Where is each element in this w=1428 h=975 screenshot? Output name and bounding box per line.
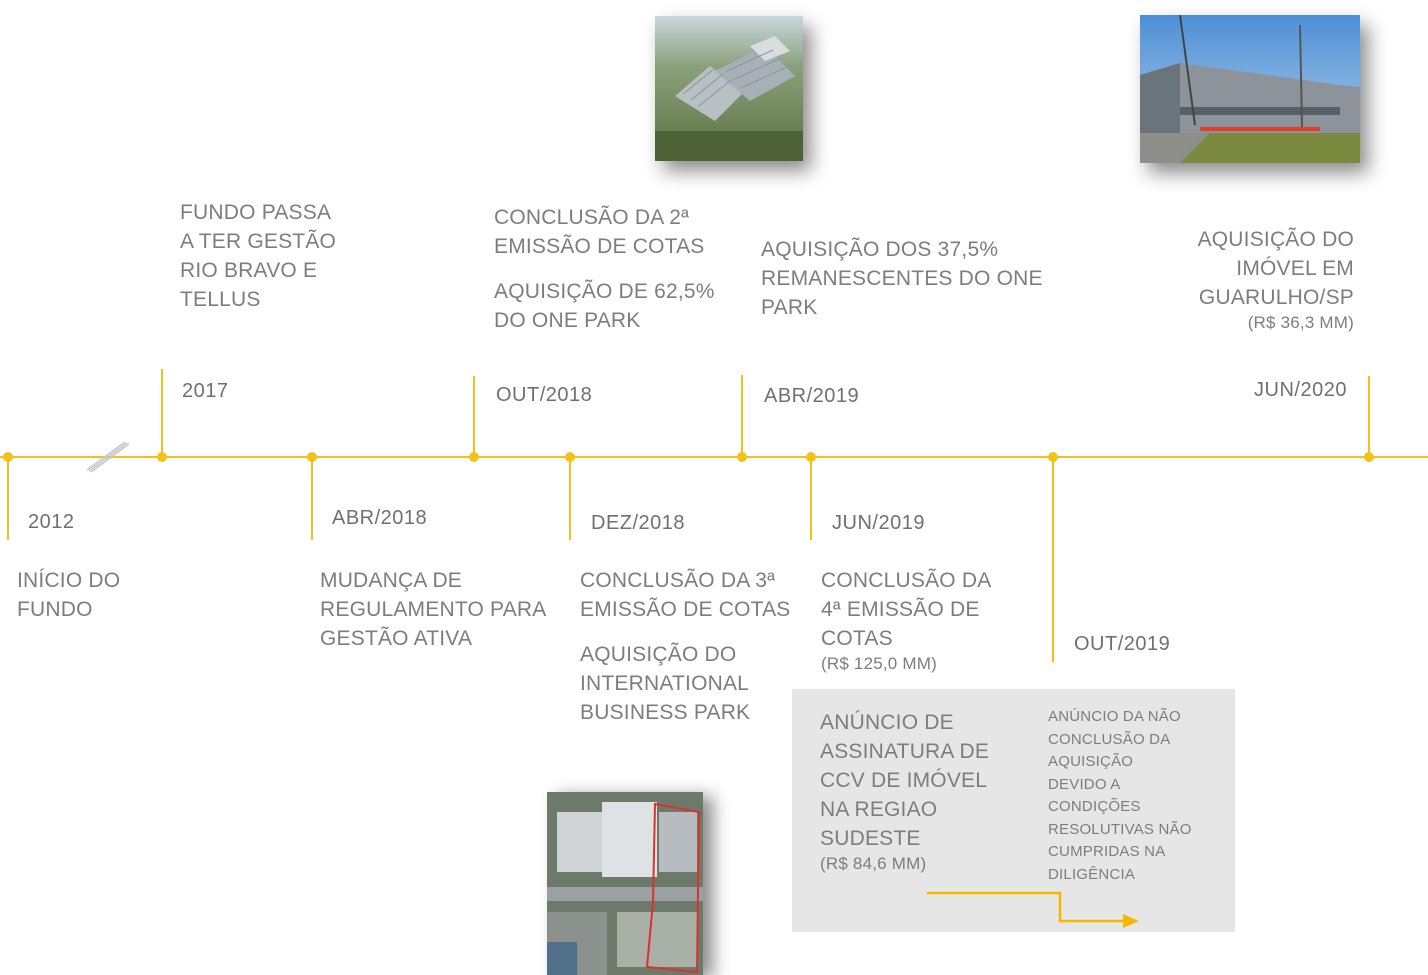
timeline-axis bbox=[0, 456, 1428, 458]
tick-out2019 bbox=[1052, 457, 1054, 662]
event-line: AQUISIÇÃO DE 62,5% bbox=[494, 280, 715, 303]
event-line: COTAS bbox=[821, 627, 893, 650]
date-out2019: OUT/2019 bbox=[1074, 633, 1171, 655]
tick-dez2018 bbox=[569, 457, 571, 540]
tick-abr2019 bbox=[741, 375, 743, 457]
date-2017: 2017 bbox=[182, 380, 229, 402]
date-out2018: OUT/2018 bbox=[496, 384, 593, 406]
event-line: CCV DE IMÓVEL bbox=[820, 769, 988, 792]
event-jun2019-text: CONCLUSÃO DA 4ª EMISSÃO DE COTAS (R$ 125… bbox=[821, 566, 991, 675]
dot-abr2018 bbox=[307, 452, 317, 462]
tick-jun2019 bbox=[810, 457, 812, 540]
event-line: SUDESTE bbox=[820, 827, 921, 850]
dot-jun2019 bbox=[806, 452, 816, 462]
event-line: FUNDO PASSA bbox=[180, 201, 332, 224]
event-dez2018-text: CONCLUSÃO DA 3ª EMISSÃO DE COTAS AQUISIÇ… bbox=[580, 566, 791, 727]
note-line: DEVIDO A bbox=[1048, 775, 1121, 793]
tick-abr2018 bbox=[311, 457, 313, 540]
date-abr2019: ABR/2019 bbox=[764, 385, 860, 407]
event-line: BUSINESS PARK bbox=[580, 701, 751, 724]
guarulhos-building-photo bbox=[1140, 15, 1360, 163]
event-value: (R$ 125,0 MM) bbox=[821, 654, 937, 673]
event-line: REGULAMENTO PARA bbox=[320, 598, 547, 621]
date-dez2018: DEZ/2018 bbox=[591, 512, 686, 534]
dot-out2018 bbox=[469, 452, 479, 462]
tick-2012 bbox=[7, 457, 9, 540]
note-line: RESOLUTIVAS NÃO bbox=[1048, 820, 1192, 838]
event-line: INTERNATIONAL bbox=[580, 672, 750, 695]
one-park-aerial-photo bbox=[655, 16, 803, 161]
event-value: (R$ 36,3 MM) bbox=[1247, 313, 1354, 332]
tick-2017 bbox=[161, 369, 163, 457]
event-line: 4ª EMISSÃO DE bbox=[821, 598, 980, 621]
event-out2019-note: ANÚNCIO DA NÃO CONCLUSÃO DA AQUISIÇÃO DE… bbox=[1048, 706, 1192, 886]
tick-out2018 bbox=[473, 376, 475, 457]
dot-2012 bbox=[3, 452, 13, 462]
event-line: REMANESCENTES DO ONE bbox=[761, 267, 1043, 290]
event-line: IMÓVEL EM bbox=[1236, 257, 1354, 280]
note-line: DILIGÊNCIA bbox=[1048, 865, 1136, 883]
event-line: MUDANÇA DE bbox=[320, 569, 463, 592]
event-line: CONCLUSÃO DA bbox=[821, 569, 992, 592]
event-2017-text: FUNDO PASSA A TER GESTÃO RIO BRAVO E TEL… bbox=[180, 198, 336, 314]
out2019-highlight-box bbox=[792, 689, 1235, 932]
note-line: CONCLUSÃO DA bbox=[1048, 730, 1171, 748]
event-out2018-text: CONCLUSÃO DA 2ª EMISSÃO DE COTAS AQUISIÇ… bbox=[494, 203, 715, 335]
event-line: TELLUS bbox=[180, 288, 261, 311]
date-jun2019: JUN/2019 bbox=[832, 512, 925, 534]
dot-2017 bbox=[157, 452, 167, 462]
event-line: AQUISIÇÃO DO bbox=[1197, 228, 1354, 251]
dot-abr2019 bbox=[737, 452, 747, 462]
event-line: EMISSÃO DE COTAS bbox=[580, 598, 791, 621]
note-line: ANÚNCIO DA NÃO bbox=[1048, 708, 1181, 725]
event-line: ANÚNCIO DE bbox=[820, 711, 954, 734]
event-jun2020-text: AQUISIÇÃO DO IMÓVEL EM GUARULHO/SP (R$ 3… bbox=[1150, 225, 1354, 334]
arrow-right-icon bbox=[927, 891, 1139, 928]
date-2012: 2012 bbox=[28, 511, 75, 533]
event-line: RIO BRAVO E bbox=[180, 259, 318, 282]
dot-out2019 bbox=[1048, 452, 1058, 462]
event-out2019-text: ANÚNCIO DE ASSINATURA DE CCV DE IMÓVEL N… bbox=[820, 708, 989, 875]
dot-dez2018 bbox=[565, 452, 575, 462]
event-line: AQUISIÇÃO DOS 37,5% bbox=[761, 238, 999, 261]
event-line: AQUISIÇÃO DO bbox=[580, 643, 737, 666]
date-jun2020: JUN/2020 bbox=[1254, 379, 1347, 401]
event-abr2019-text: AQUISIÇÃO DOS 37,5% REMANESCENTES DO ONE… bbox=[761, 235, 1043, 322]
note-line: CONDIÇÕES bbox=[1048, 798, 1141, 815]
event-line: EMISSÃO DE COTAS bbox=[494, 235, 705, 258]
dot-jun2020 bbox=[1364, 452, 1374, 462]
event-line: ASSINATURA DE bbox=[820, 740, 990, 763]
date-abr2018: ABR/2018 bbox=[332, 507, 428, 529]
event-line: CONCLUSÃO DA 3ª bbox=[580, 569, 776, 592]
event-line: GESTÃO ATIVA bbox=[320, 627, 473, 650]
international-business-park-aerial-photo bbox=[547, 792, 703, 975]
event-line: FUNDO bbox=[17, 598, 93, 621]
event-line: GUARULHO/SP bbox=[1198, 286, 1354, 309]
event-abr2018-text: MUDANÇA DE REGULAMENTO PARA GESTÃO ATIVA bbox=[320, 566, 546, 653]
event-value: (R$ 84,6 MM) bbox=[820, 854, 927, 873]
break-marker-icon bbox=[86, 441, 130, 473]
event-line: A TER GESTÃO bbox=[180, 230, 337, 253]
tick-jun2020 bbox=[1368, 376, 1370, 457]
event-line: CONCLUSÃO DA 2ª bbox=[494, 206, 690, 229]
event-line: DO ONE PARK bbox=[494, 309, 641, 332]
event-2012-text: INÍCIO DO FUNDO bbox=[17, 566, 120, 624]
event-line: PARK bbox=[761, 296, 818, 319]
event-line: NA REGIAO bbox=[820, 798, 938, 821]
event-line: INÍCIO DO bbox=[17, 569, 121, 592]
note-line: AQUISIÇÃO bbox=[1048, 753, 1134, 770]
note-line: CUMPRIDAS NA bbox=[1048, 843, 1166, 860]
